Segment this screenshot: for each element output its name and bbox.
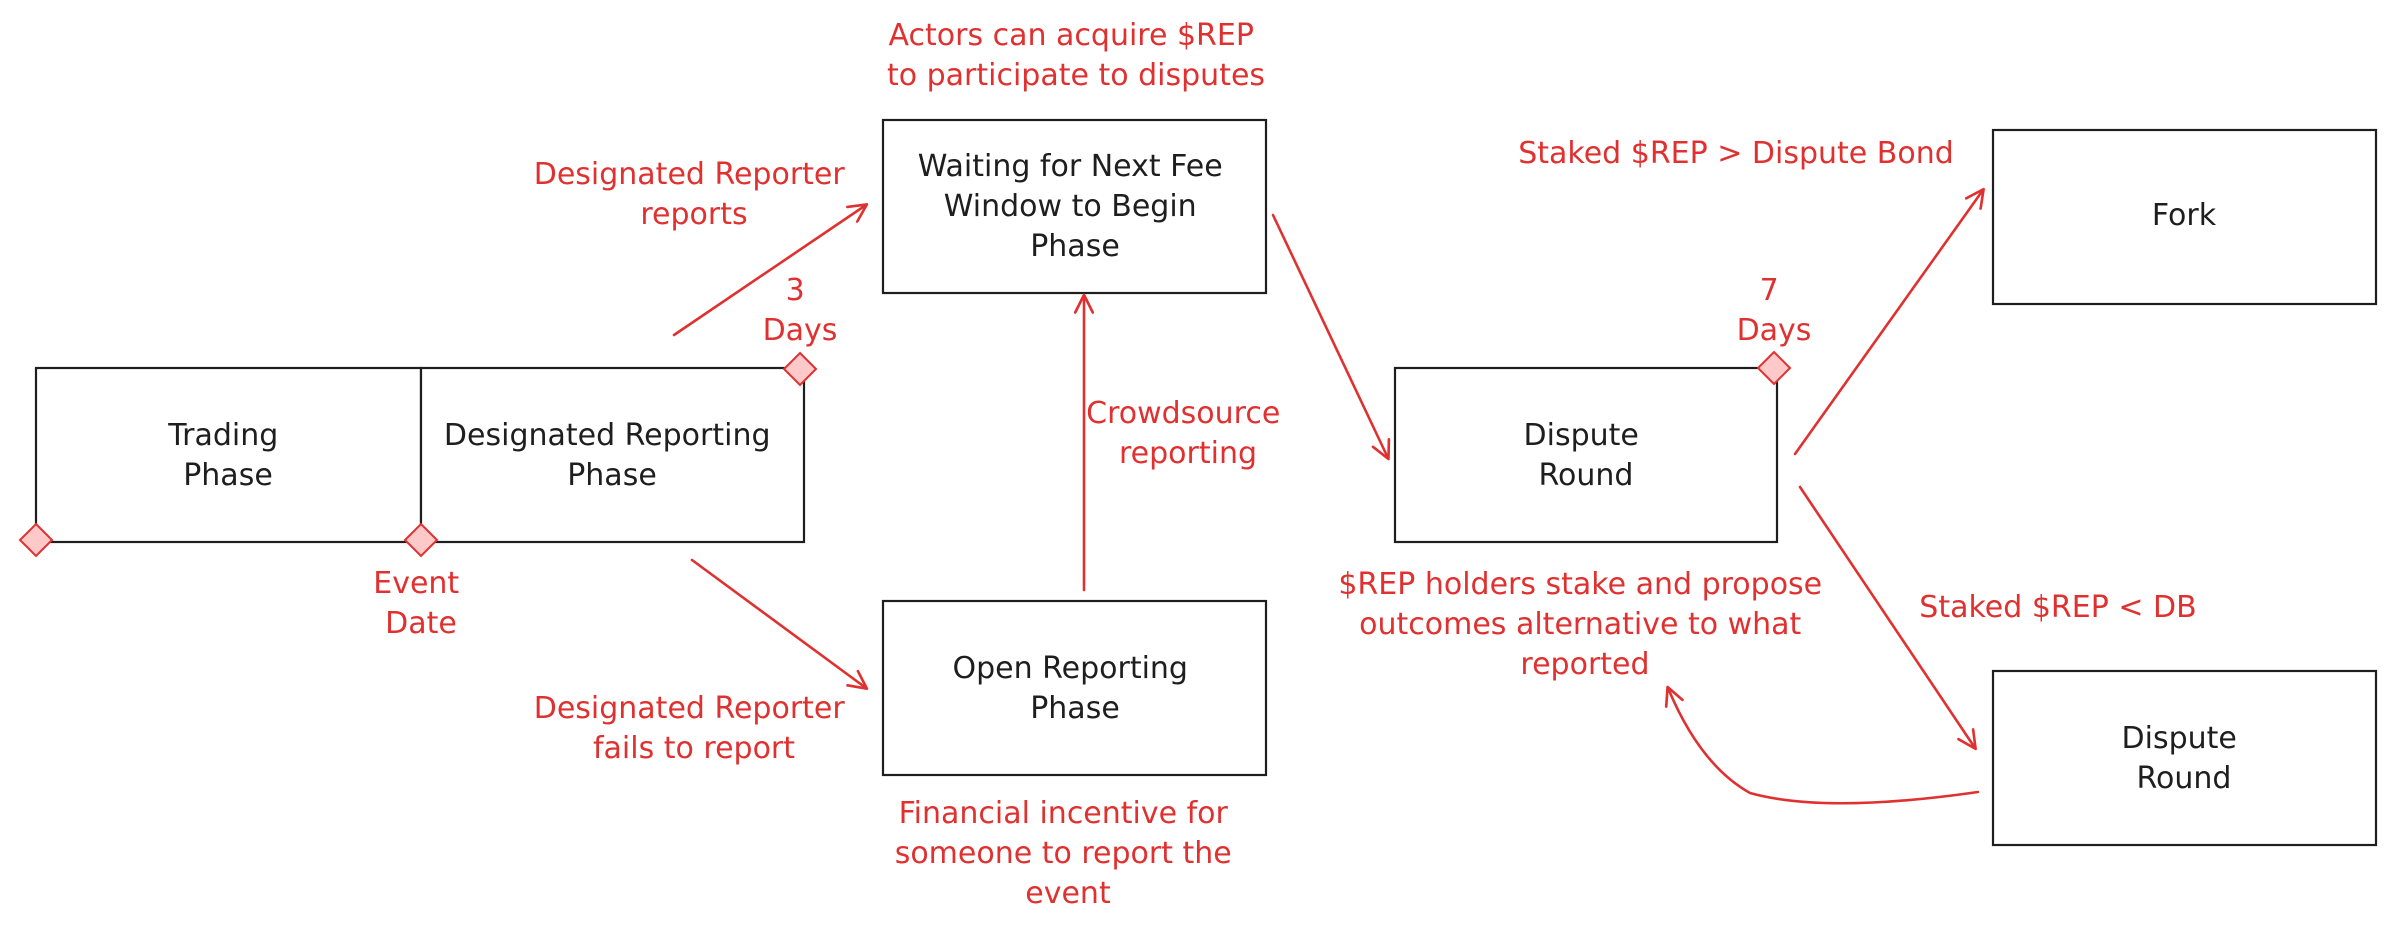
designated-reporter-fails-note: Designated Reporter fails to report <box>534 691 855 766</box>
arrow-designated-to-open <box>690 558 869 690</box>
dispute-round-second-box: Dispute Round <box>1991 669 2378 847</box>
designated-reporting-phase-label: Designated Reporting Phase <box>444 418 780 493</box>
fork-label: Fork <box>2152 198 2217 233</box>
actors-acquire-rep-note: Actors can acquire $REP to participate t… <box>887 18 1265 93</box>
designated-reporter-reports-note: Designated Reporter reports <box>534 157 855 232</box>
arrow-dispute-to-second-round <box>1798 485 1977 751</box>
diamond-seven-days <box>1756 350 1792 386</box>
arrow-designated-to-waiting <box>672 203 869 337</box>
designated-reporting-phase-box: Designated Reporting Phase <box>419 366 806 544</box>
arrow-waiting-to-dispute <box>1271 213 1391 461</box>
three-days-note: 3 Days <box>763 273 838 348</box>
diamond-trading-start <box>18 522 54 558</box>
rep-holders-stake-note: $REP holders stake and propose outcomes … <box>1338 567 1831 682</box>
staked-rep-less-note: Staked $REP < DB <box>1919 590 2196 625</box>
trading-phase-label: Trading Phase <box>167 418 288 493</box>
arrow-second-round-loop-back <box>1664 685 1980 805</box>
fork-box: Fork <box>1991 128 2378 306</box>
waiting-fee-window-label: Waiting for Next Fee Window to Begin Pha… <box>918 149 1232 264</box>
diamond-three-days <box>782 351 818 387</box>
event-date-note: Event Date <box>373 566 469 641</box>
financial-incentive-note: Financial incentive for someone to repor… <box>895 796 1242 911</box>
dispute-round-label: Dispute Round <box>1524 418 1649 493</box>
crowdsource-reporting-note: Crowdsource reporting <box>1086 396 1290 471</box>
dispute-round-box: Dispute Round <box>1393 366 1779 544</box>
trading-phase-box: Trading Phase <box>34 366 423 544</box>
open-reporting-phase-box: Open Reporting Phase <box>881 599 1268 777</box>
waiting-fee-window-box: Waiting for Next Fee Window to Begin Pha… <box>881 118 1268 295</box>
open-reporting-phase-label: Open Reporting Phase <box>952 651 1197 726</box>
diamond-event-date <box>403 522 439 558</box>
staked-rep-greater-note: Staked $REP > Dispute Bond <box>1518 136 1954 171</box>
seven-days-note: 7 Days <box>1737 273 1812 348</box>
dispute-round-second-label: Dispute Round <box>2122 721 2247 796</box>
arrow-dispute-to-fork <box>1793 187 1985 456</box>
